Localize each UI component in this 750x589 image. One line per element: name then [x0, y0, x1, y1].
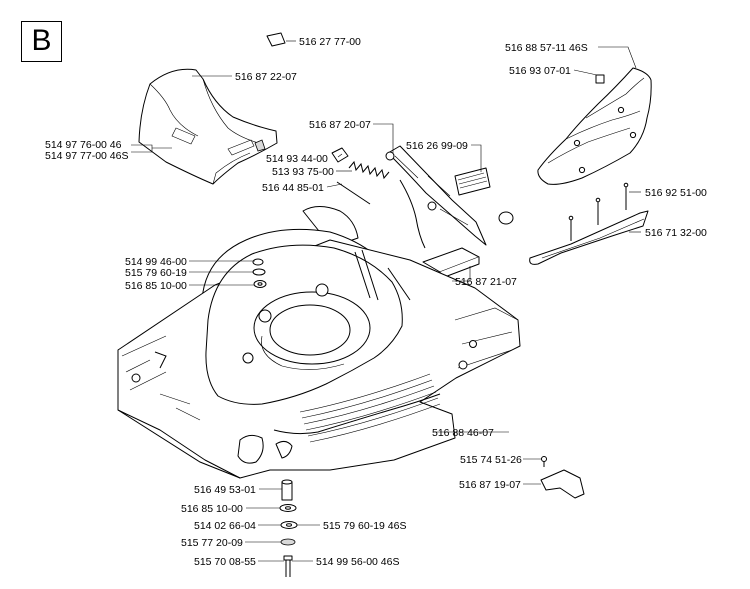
- mower-deck-part: [117, 206, 521, 479]
- washer-part-small: [331, 147, 349, 163]
- part-label: 515 74 51-26: [460, 454, 522, 466]
- part-label: 515 70 08-55: [194, 556, 256, 568]
- part-label: 516 85 10-00: [125, 280, 187, 292]
- spring-part: [348, 160, 390, 180]
- hardware-stack-left: [252, 258, 267, 288]
- leader-lines: [131, 40, 641, 562]
- part-label: 516 92 51-00: [645, 187, 707, 199]
- part-label: 513 93 75-00: [272, 166, 334, 178]
- part-label: 514 02 66-04: [194, 520, 256, 532]
- part-label: 516 26 99-09: [406, 140, 468, 152]
- section-letter-box: B: [21, 21, 62, 62]
- decal-part: [266, 32, 286, 47]
- pin-part: [336, 181, 371, 205]
- label-plate-part: [454, 167, 491, 196]
- part-label: 514 97 77-00 46S: [45, 150, 129, 162]
- part-labels: 516 27 77-00 516 87 22-07 514 97 76-00 4…: [45, 36, 707, 568]
- part-label: 515 79 60-19: [125, 267, 187, 279]
- part-label: 514 93 44-00: [266, 153, 328, 165]
- part-label: 516 87 21-07: [455, 276, 517, 288]
- part-label: 516 87 22-07: [235, 71, 297, 83]
- part-label: 515 79 60-19 46S: [323, 520, 407, 532]
- wheel-bushing-stack: [279, 479, 298, 577]
- plug-part: [498, 211, 514, 225]
- grass-deflector-part: [138, 68, 278, 185]
- part-label: 516 49 53-01: [194, 484, 256, 496]
- part-label: 516 27 77-00: [299, 36, 361, 48]
- part-label: 516 44 85-01: [262, 182, 324, 194]
- bolts-part: [568, 182, 629, 241]
- part-label: 516 88 57-11 46S: [505, 42, 588, 54]
- side-rail-part: [529, 210, 649, 265]
- rear-hinge-part: [540, 456, 585, 499]
- hinge-bracket-part: [385, 145, 487, 249]
- part-label: 516 87 19-07: [459, 479, 521, 491]
- part-label: 516 93 07-01: [509, 65, 571, 77]
- rear-cover-part: [537, 67, 652, 185]
- part-label: 516 71 32-00: [645, 227, 707, 239]
- part-label: 516 87 20-07: [309, 119, 371, 131]
- part-label: 516 88 46-07: [432, 427, 494, 439]
- part-label: 514 97 76-00 46: [45, 139, 122, 151]
- part-label: 515 77 20-09: [181, 537, 243, 549]
- part-label: 514 99 56-00 46S: [316, 556, 400, 568]
- part-label: 516 85 10-00: [181, 503, 243, 515]
- part-label: 514 99 46-00: [125, 256, 187, 268]
